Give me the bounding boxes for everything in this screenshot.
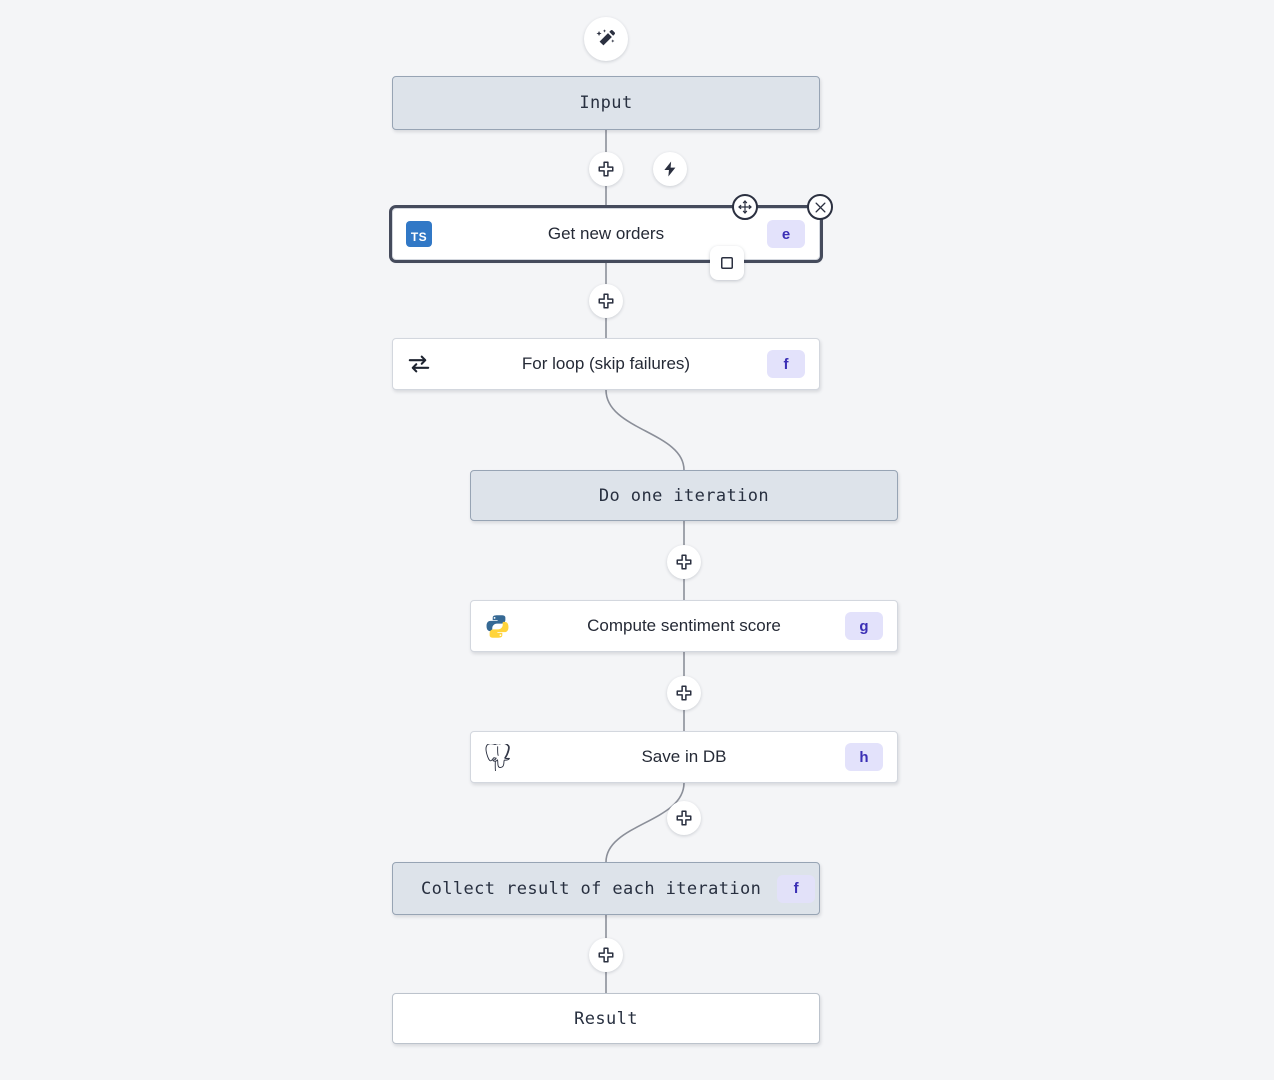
- close-node-button[interactable]: [807, 194, 833, 220]
- add-step-icon: [676, 810, 692, 826]
- node-collect-result[interactable]: Collect result of each iteration f: [392, 862, 820, 915]
- add-step-button-after-save-in-db[interactable]: [667, 801, 701, 835]
- node-do-one-iteration-label: Do one iteration: [598, 485, 770, 506]
- loop-arrows-icon: [408, 355, 430, 373]
- node-input-label: Input: [579, 93, 633, 113]
- typescript-icon-slot: TS: [393, 221, 445, 247]
- node-save-in-db[interactable]: Save in DB h: [470, 731, 898, 783]
- node-compute-sentiment-score[interactable]: Compute sentiment score g: [470, 600, 898, 652]
- node-result[interactable]: Result: [392, 993, 820, 1044]
- node-for-loop-badge[interactable]: f: [767, 350, 805, 378]
- add-step-button-after-get-new-orders[interactable]: [589, 284, 623, 318]
- node-compute-sentiment-score-badge[interactable]: g: [845, 612, 883, 640]
- magic-wand-icon: [596, 29, 616, 46]
- add-step-icon: [598, 947, 614, 963]
- node-get-new-orders[interactable]: TS Get new orders e: [392, 208, 820, 260]
- edge-for-loop-to-do-one-iteration: [605, 389, 685, 471]
- python-icon: [486, 614, 508, 638]
- node-collect-result-label: Collect result of each iteration: [421, 878, 762, 899]
- typescript-icon: TS: [406, 221, 432, 247]
- add-step-icon: [598, 293, 614, 309]
- postgresql-icon: [485, 743, 510, 771]
- node-input[interactable]: Input: [392, 76, 820, 130]
- node-for-loop-label: For loop (skip failures): [521, 354, 691, 373]
- add-step-icon: [676, 554, 692, 570]
- move-handle-icon: [738, 200, 752, 214]
- add-step-button-after-do-one-iteration[interactable]: [667, 545, 701, 579]
- postgresql-icon-slot: [471, 743, 523, 771]
- add-step-button-after-collect-result[interactable]: [589, 938, 623, 972]
- node-collect-result-badge[interactable]: f: [777, 874, 816, 903]
- resize-handle-button[interactable]: [710, 246, 744, 280]
- node-get-new-orders-label: Get new orders: [547, 224, 665, 243]
- square-handle-icon: [721, 257, 733, 269]
- lightning-bolt-icon: [664, 161, 676, 177]
- add-step-button-after-input[interactable]: [589, 152, 623, 186]
- node-get-new-orders-badge[interactable]: e: [767, 220, 805, 248]
- magic-wand-button[interactable]: [584, 17, 628, 61]
- add-step-icon: [676, 685, 692, 701]
- python-icon-slot: [471, 613, 523, 640]
- trigger-button[interactable]: [653, 152, 687, 186]
- close-icon: [815, 202, 825, 212]
- add-step-icon: [598, 161, 614, 177]
- loop-icon-slot: [393, 351, 445, 377]
- node-save-in-db-badge[interactable]: h: [845, 743, 883, 771]
- node-compute-sentiment-score-label: Compute sentiment score: [587, 616, 781, 635]
- add-step-button-after-compute-sentiment[interactable]: [667, 676, 701, 710]
- node-result-label: Result: [574, 1008, 638, 1029]
- move-handle-button[interactable]: [732, 194, 758, 220]
- node-for-loop[interactable]: For loop (skip failures) f: [392, 338, 820, 390]
- node-save-in-db-label: Save in DB: [641, 747, 727, 766]
- node-do-one-iteration[interactable]: Do one iteration: [470, 470, 898, 521]
